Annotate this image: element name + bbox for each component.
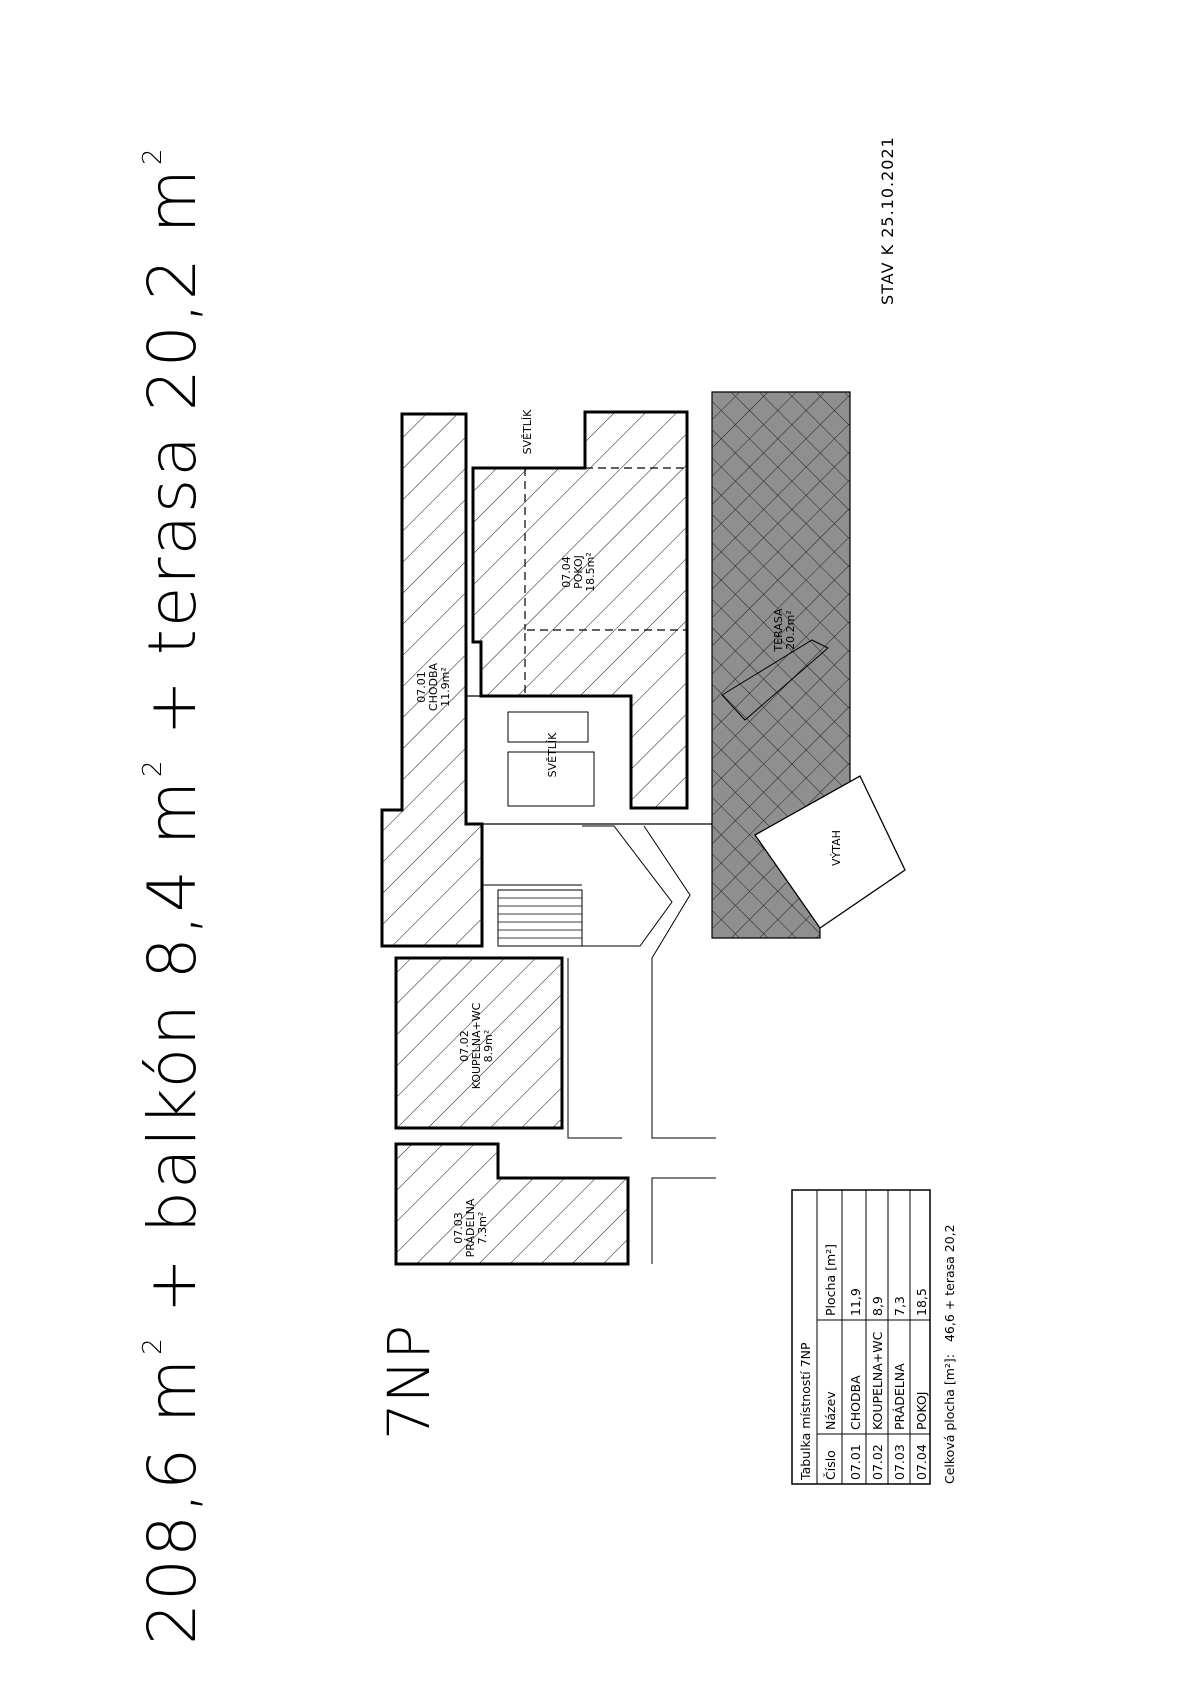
room-07-03-shape — [394, 1142, 630, 1266]
table-cell: 07.01 — [848, 1444, 863, 1480]
room-07-03: 07.03 PRÁDELNA 7.3m² — [394, 1142, 630, 1266]
skylight-label-top: SVĚTLÍK — [521, 409, 534, 455]
table-cell: 07.02 — [870, 1444, 885, 1480]
room-07-04: 07.04 POKOJ 18.5m² — [471, 410, 689, 810]
skylight-label-center: SVĚTLÍK — [546, 732, 559, 778]
table-cell: CHODBA — [848, 1375, 863, 1430]
room-07-03-id: 07.03 — [452, 1212, 465, 1244]
table-cell: 18,5 — [914, 1288, 929, 1316]
terrace-stair-outline — [721, 639, 829, 721]
room-07-04-id: 07.04 — [560, 556, 573, 588]
room-07-03-area: 7.3m² — [476, 1212, 489, 1245]
table-total-label: Celková plocha [m²]: — [942, 1354, 957, 1484]
table-cell: 7,3 — [892, 1296, 907, 1316]
table-cell: KOUPELNA+WC — [870, 1331, 885, 1430]
stair-landing — [481, 826, 582, 886]
table-header-cell: Číslo — [823, 1450, 838, 1480]
skylight-shaft: SVĚTLÍK — [466, 695, 712, 825]
table-header-cell: Název — [823, 1391, 838, 1430]
room-07-02-area: 8.9m² — [482, 1030, 495, 1063]
table-total: Celková plocha [m²]: 46,6 + terasa 20,2 — [942, 1224, 957, 1484]
table-cell: 8,9 — [870, 1296, 885, 1316]
table-header-cell: Plocha [m²] — [823, 1244, 838, 1316]
table-total-value: 46,6 + terasa 20,2 — [942, 1224, 957, 1342]
room-07-01-name: CHODBA — [427, 662, 440, 711]
room-07-02-id: 07.02 — [458, 1030, 471, 1062]
room-table-frame — [791, 1189, 931, 1485]
room-07-04-shape — [471, 410, 689, 810]
table-cell: 07.04 — [914, 1444, 929, 1480]
room-07-04-name: POKOJ — [572, 555, 585, 589]
staircase — [481, 825, 673, 947]
room-07-03-name: PRÁDELNA — [464, 1198, 477, 1257]
table-title: Tabulka místností 7NP — [798, 1342, 813, 1481]
corridor-lines — [567, 825, 716, 1264]
shaft-outline — [466, 695, 632, 808]
stair-flight — [497, 889, 583, 947]
stair-wall — [582, 825, 673, 947]
corridor-line-2 — [567, 958, 622, 1139]
room-07-02-shape — [394, 956, 564, 1130]
room-07-04-dashed-outline — [524, 467, 688, 696]
terrace-name: TERASA — [772, 608, 785, 653]
room-07-01-area: 11.9m² — [439, 667, 452, 707]
elevator-shape — [754, 775, 906, 929]
table-cell: PRÁDELNA — [892, 1363, 907, 1430]
room-07-01-shape — [380, 412, 484, 948]
table-cell: 07.03 — [892, 1444, 907, 1480]
skylight-box-1 — [507, 711, 589, 743]
table-cell: POKOJ — [914, 1392, 929, 1430]
corridor-line-3 — [651, 1177, 716, 1264]
table-cell: 11,9 — [848, 1288, 863, 1316]
corridor-line-1 — [643, 825, 716, 1139]
room-07-02-name: KOUPELNA+WC — [470, 1002, 483, 1089]
elevator: VÝTAH — [754, 775, 906, 929]
elevator-label: VÝTAH — [830, 830, 843, 866]
skylight-box-2 — [507, 751, 595, 807]
room-07-02: 07.02 KOUPELNA+WC 8.9m² — [394, 956, 564, 1130]
room-07-04-area: 18.5m² — [584, 552, 597, 592]
room-07-01: 07.01 CHODBA 11.9m² — [380, 412, 484, 948]
terrace-area: 20.2m² — [784, 610, 797, 650]
room-07-01-id: 07.01 — [415, 671, 428, 703]
room-table: Tabulka místností 7NP Číslo Název Plocha… — [791, 1189, 957, 1485]
